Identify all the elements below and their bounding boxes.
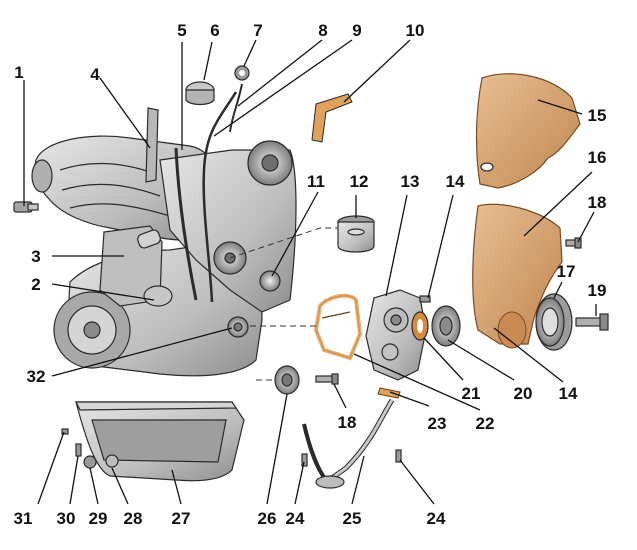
callout-27: 27: [172, 509, 191, 528]
callout-9: 9: [352, 21, 361, 40]
callout-20: 20: [514, 384, 533, 403]
callout-16: 16: [588, 148, 607, 167]
drain-plug-seal: [105, 454, 119, 468]
cover-bolt-18-lower: [315, 373, 339, 385]
lower-timing-belt-cover: [472, 203, 563, 345]
drain-plug: [83, 455, 97, 469]
idler-pulley: [259, 270, 281, 292]
oil-filter: [337, 215, 375, 253]
callout-labels: 1 2 3 4 5 6 7 8 9 10 11 12 13 14 14 15 1…: [14, 21, 607, 528]
callout-6: 6: [210, 21, 219, 40]
callout-19: 19: [588, 281, 607, 300]
callout-14-upper: 14: [446, 172, 465, 191]
breather-hose: [145, 107, 159, 183]
pickup-bolt-left: [301, 453, 308, 467]
leader-lines: [23, 39, 597, 505]
callout-5: 5: [177, 21, 186, 40]
callout-25: 25: [343, 509, 362, 528]
oil-filler-cap: [185, 81, 215, 106]
callout-24-right: 24: [427, 509, 446, 528]
oil-pan-bolt: [75, 443, 82, 457]
oil-pan-screw: [61, 428, 69, 435]
cylinder-head: [159, 149, 297, 313]
coolant-temperature-sensor: [13, 201, 39, 213]
callout-1: 1: [14, 63, 23, 82]
callout-2: 2: [31, 275, 40, 294]
dipstick-tube: [174, 147, 198, 301]
callout-22: 22: [476, 414, 495, 433]
callout-26: 26: [258, 509, 277, 528]
engine-block: [13, 91, 297, 377]
callout-3: 3: [31, 247, 40, 266]
sensor-bracket: [143, 285, 173, 307]
callout-14-lower: 14: [559, 384, 578, 403]
callout-10: 10: [406, 21, 425, 40]
callout-18-lower: 18: [338, 413, 357, 432]
callout-4: 4: [90, 65, 100, 84]
cover-bolt-18-upper: [565, 237, 582, 249]
cover-bolt-upper: [419, 295, 431, 303]
callout-29: 29: [89, 509, 108, 528]
oil-pickup-tube: [302, 398, 395, 489]
pickup-gasket: [377, 387, 401, 399]
crankshaft-pulley-bolt: [575, 313, 609, 331]
manifold-flange: [31, 159, 53, 193]
callout-12: 12: [350, 172, 369, 191]
callout-31: 31: [14, 509, 33, 528]
oil-pump: [365, 289, 427, 381]
upper-timing-belt-cover: [475, 73, 581, 189]
callout-7: 7: [253, 21, 262, 40]
callout-15: 15: [588, 106, 607, 125]
crankshaft-pulley: [535, 293, 573, 351]
gasket-strip: [311, 93, 353, 143]
callout-23: 23: [428, 414, 447, 433]
callout-18-upper: 18: [588, 193, 607, 212]
dipstick: [229, 83, 243, 133]
callout-30: 30: [57, 509, 76, 528]
callout-32: 32: [27, 367, 46, 386]
crankshaft-sprocket: [431, 305, 461, 347]
oil-filter-axis: [229, 227, 338, 259]
callout-13: 13: [401, 172, 420, 191]
callout-21: 21: [462, 384, 481, 403]
callout-17: 17: [557, 262, 576, 281]
lower-cover-opening: [497, 311, 527, 349]
callout-24-left: 24: [286, 509, 305, 528]
dipstick-guide: [202, 91, 238, 303]
callout-11: 11: [307, 172, 325, 191]
oil-pan: [75, 401, 245, 482]
pickup-bolt-right: [395, 449, 402, 463]
callout-8: 8: [318, 21, 327, 40]
callout-28: 28: [124, 509, 143, 528]
oil-pickup-seal: [274, 365, 300, 395]
